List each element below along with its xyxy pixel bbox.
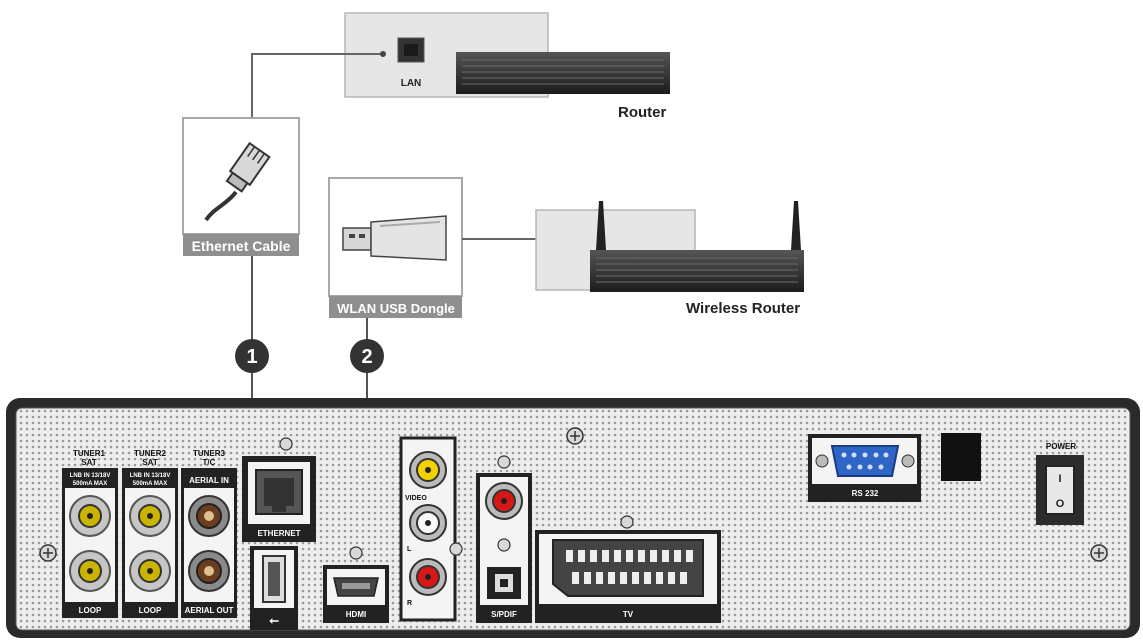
aerial-in-connector[interactable]	[188, 495, 230, 537]
power-switch[interactable]: POWER I O	[1036, 442, 1084, 525]
callout-2: 2	[350, 339, 384, 373]
usb-dongle-icon	[342, 215, 447, 261]
svg-text:SAT: SAT	[81, 458, 97, 467]
usb-port[interactable]: ⭠	[250, 546, 298, 630]
svg-text:R: R	[407, 600, 412, 607]
wlan-dongle-box: WLAN USB Dongle	[328, 177, 463, 318]
svg-text:LOOP: LOOP	[79, 606, 102, 615]
ethernet-cable-box: Ethernet Cable	[182, 117, 300, 256]
video-rca-connector[interactable]	[409, 451, 447, 489]
svg-text:TUNER1: TUNER1	[73, 449, 106, 458]
tuner1-section: TUNER1 SAT LNB IN 13/18V 500mA MAX LOOP	[62, 449, 118, 618]
power-label: POWER	[1046, 442, 1076, 451]
ethernet-plug-icon	[225, 141, 271, 193]
tuner2-loop-connector[interactable]	[129, 550, 171, 592]
tuner2-section: TUNER2 SAT LNB IN 13/18V 500mA MAX LOOP	[122, 449, 178, 618]
tuner1-loop-connector[interactable]	[69, 550, 111, 592]
svg-text:2: 2	[361, 346, 372, 368]
usb-symbol-icon: ⭠	[269, 613, 279, 627]
rs232-label: RS 232	[852, 489, 879, 498]
router-lan-label: LAN	[401, 78, 422, 89]
svg-text:LNB IN 13/18V: LNB IN 13/18V	[70, 473, 111, 479]
wlan-dongle-label: WLAN USB Dongle	[337, 301, 455, 316]
audio-l-rca-connector[interactable]	[409, 504, 447, 542]
audio-r-rca-connector[interactable]	[409, 558, 447, 596]
panel-square-block	[941, 433, 981, 481]
svg-text:AERIAL IN: AERIAL IN	[189, 476, 229, 485]
ethernet-cable-label: Ethernet Cable	[192, 238, 291, 254]
rca-connectors: VIDEO L R	[399, 436, 457, 622]
callout-1: 1	[235, 339, 269, 373]
receiver-rear-panel: TUNER1 SAT LNB IN 13/18V 500mA MAX LOOP …	[6, 398, 1140, 638]
wireless-router-name: Wireless Router	[686, 300, 800, 317]
ethernet-port-label: ETHERNET	[257, 529, 300, 538]
spdif-label: S/PDIF	[491, 610, 517, 619]
lan-cable-line	[251, 53, 383, 118]
router: LAN Router	[344, 12, 670, 121]
svg-text:TUNER3: TUNER3	[193, 449, 226, 458]
optical-audio-port[interactable]	[487, 567, 521, 599]
svg-text:T/C: T/C	[203, 458, 216, 467]
svg-text:1: 1	[246, 346, 257, 368]
tv-port-label: TV	[623, 610, 634, 619]
svg-text:AERIAL OUT: AERIAL OUT	[185, 606, 234, 615]
svg-text:I: I	[1058, 473, 1061, 485]
hdmi-port[interactable]: HDMI	[323, 565, 389, 623]
coaxial-audio-connector[interactable]	[485, 482, 523, 520]
rs232-port[interactable]: RS 232	[808, 434, 921, 502]
svg-text:VIDEO: VIDEO	[405, 495, 427, 502]
tuner3-section: TUNER3 T/C AERIAL IN AERIAL OUT	[181, 449, 237, 618]
hdmi-port-label: HDMI	[346, 610, 366, 619]
svg-text:LNB IN 13/18V: LNB IN 13/18V	[130, 473, 171, 479]
scart-tv-port[interactable]: TV	[535, 530, 721, 623]
svg-text:500mA MAX: 500mA MAX	[73, 481, 107, 487]
tuner2-lnb-in-connector[interactable]	[129, 495, 171, 537]
svg-text:TUNER2: TUNER2	[134, 449, 167, 458]
aerial-out-connector[interactable]	[188, 550, 230, 592]
spdif-section: S/PDIF	[476, 473, 532, 623]
ethernet-port[interactable]: ETHERNET	[242, 456, 316, 542]
tuner1-lnb-in-connector[interactable]	[69, 495, 111, 537]
wireless-router: Wireless Router	[535, 201, 804, 317]
router-name: Router	[618, 104, 666, 121]
svg-text:LOOP: LOOP	[139, 606, 162, 615]
svg-text:L: L	[407, 546, 412, 553]
svg-text:500mA MAX: 500mA MAX	[133, 481, 167, 487]
svg-text:SAT: SAT	[142, 458, 158, 467]
svg-text:O: O	[1056, 498, 1065, 510]
